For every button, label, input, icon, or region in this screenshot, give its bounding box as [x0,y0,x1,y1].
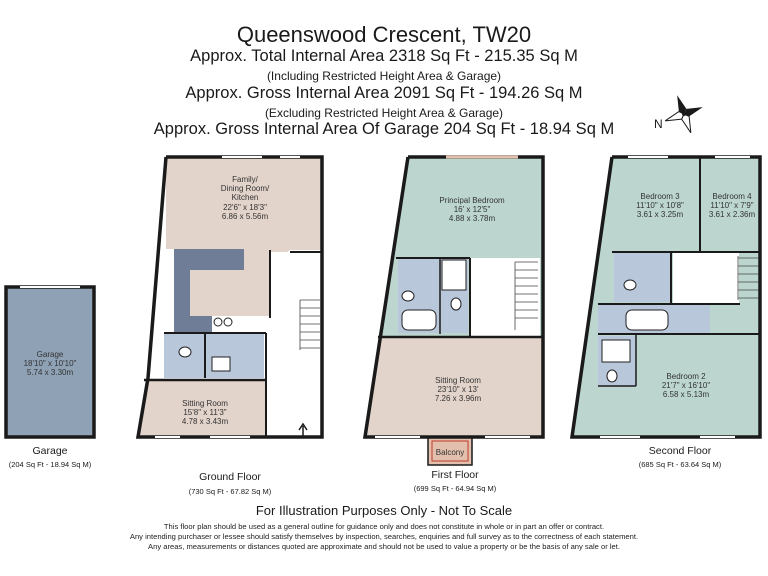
total-area-note: (Including Restricted Height Area & Gara… [266,69,502,83]
second-floor-plan: Bedroom 3 11'10" x 10'8" 3.61 x 3.25m Be… [569,155,762,439]
ground-floor-plan: Family/ Dining Room/ Kitchen 22'6" x 18'… [135,155,324,439]
garage-floor-title: Garage [32,445,68,457]
bedroom-2-dim-metric: 6.58 x 5.13m [663,390,710,399]
garage-floor-area: (204 Sq Ft - 18.94 Sq M) [8,460,92,469]
first-sitting-room [365,337,543,437]
ground-sitting-room [138,380,266,437]
first-sitting-room-dim-metric: 7.26 x 3.96m [435,394,482,403]
family-dining-kitchen-room [166,157,322,316]
ground-sitting-room-dim-imperial: 15'8" x 11'3" [183,408,226,417]
principal-bedroom-dim-imperial: 16' x 12'5" [454,205,491,214]
ground-floor-area: (730 Sq Ft - 67.82 Sq M) [188,487,272,496]
ground-sitting-room-dim-metric: 4.78 x 3.43m [182,417,229,426]
bedroom-4-dim-metric: 3.61 x 2.36m [709,210,756,219]
family-room-dim-imperial: 22'6" x 18'3" [223,203,267,212]
first-floor-area: (699 Sq Ft - 64.94 Sq M) [413,484,497,493]
family-room-name-3: Kitchen [232,193,259,202]
compass-north-label: N [654,117,663,131]
family-room-name-1: Family/ [232,175,259,184]
gross-internal-area: Approx. Gross Internal Area 2091 Sq Ft -… [185,84,583,102]
disclaimer-line-2: Any intending purchaser or lessee should… [129,532,639,541]
bedroom-3-dim-imperial: 11'10" x 10'8" [636,201,684,210]
garage-room-name: Garage [37,350,64,359]
garage-plan: Garage 18'10" x 10'10" 5.74 x 3.30m [4,285,96,439]
ground-floor-title: Ground Floor [199,471,261,483]
ground-sitting-room-name: Sitting Room [182,399,228,408]
disclaimer-line-3: Any areas, measurements or distances quo… [148,542,620,551]
second-floor-title: Second Floor [648,445,712,457]
family-room-name-2: Dining Room/ [221,184,270,193]
family-room-dim-metric: 6.86 x 5.56m [222,212,269,221]
second-floor-area: (685 Sq Ft - 63.64 Sq M) [638,460,722,469]
total-internal-area: Approx. Total Internal Area 2318 Sq Ft -… [190,47,578,65]
garage-room-dim-metric: 5.74 x 3.30m [27,368,74,377]
kitchen-units [174,249,244,332]
principal-bedroom-dim-metric: 4.88 x 3.78m [449,214,496,223]
bedroom-3-dim-metric: 3.61 x 3.25m [637,210,684,219]
first-sitting-room-name: Sitting Room [435,376,481,385]
bedroom-3-name: Bedroom 3 [640,192,680,201]
bedroom-2-dim-imperial: 21'7" x 16'10" [662,381,710,390]
garage-gross-area: Approx. Gross Internal Area Of Garage 20… [153,120,615,138]
bedroom-4-dim-imperial: 11'10" x 7'9" [710,201,753,210]
garage-room-dim-imperial: 18'10" x 10'10" [24,359,77,368]
first-floor-title: First Floor [431,469,479,481]
disclaimer-line-1: This floor plan should be used as a gene… [163,522,605,531]
balcony-label: Balcony [436,448,464,457]
bedroom-4-name: Bedroom 4 [712,192,752,201]
principal-bedroom-name: Principal Bedroom [439,196,505,205]
first-sitting-room-dim-imperial: 23'10" x 13' [437,385,479,394]
bedroom-2-name: Bedroom 2 [666,372,706,381]
gross-area-note: (Excluding Restricted Height Area & Gara… [264,106,504,120]
compass-rose-icon: N [654,95,703,134]
first-floor-plan: Principal Bedroom 16' x 12'5" 4.88 x 3.7… [362,155,545,466]
plan-title: Queenswood Crescent, TW20 [236,22,532,47]
second-bathroom [614,252,671,302]
illustration-disclaimer: For Illustration Purposes Only - Not To … [255,503,513,518]
